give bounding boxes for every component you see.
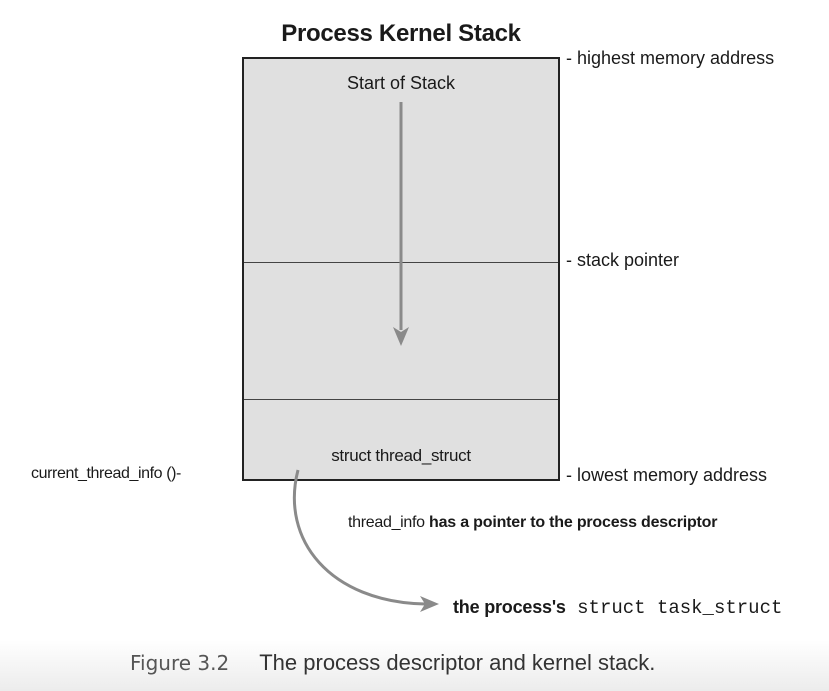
caption-text: The process descriptor and kernel stack. [259,650,656,675]
current-thread-info-label: current_thread_info ()- [31,465,181,482]
stack-growth-arrow [393,102,409,346]
task-struct-target: the process's struct task_struct [453,597,782,619]
thread-struct-label: struct thread_struct [331,446,471,465]
thread-info-description: has a pointer to the process descriptor [424,514,718,531]
highest-address-marker: - highest memory address [566,48,775,68]
thread-info-line [244,399,558,400]
task-struct-code: struct task_struct [565,597,783,619]
thread-info-note: thread_info has a pointer to the process… [348,514,717,532]
figure-caption: Figure 3.2 The process descriptor and ker… [130,650,655,676]
diagram-title: Process Kernel Stack [281,20,521,47]
lowest-address-marker: - lowest memory address [566,465,768,485]
stack-pointer-marker: - stack pointer [566,250,680,270]
process-label: the process's [453,597,566,617]
start-of-stack-label: Start of Stack [346,73,456,93]
thread-info-term: thread_info [348,514,425,531]
caption-bar: Figure 3.2 The process descriptor and ker… [0,640,829,691]
task-struct-pointer-arrow [292,469,439,612]
figure-number: Figure 3.2 [130,651,230,675]
